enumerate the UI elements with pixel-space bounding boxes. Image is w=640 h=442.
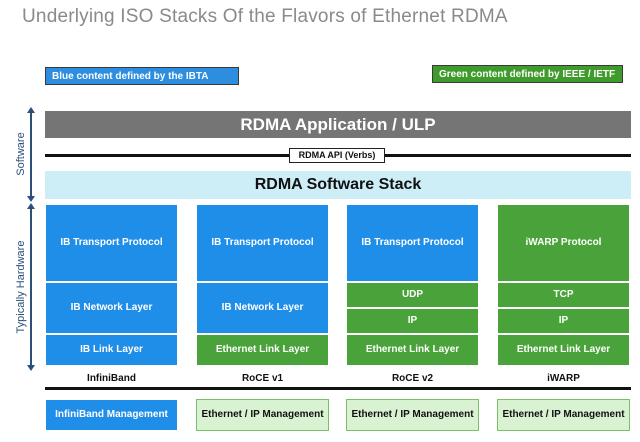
base-divider-line xyxy=(45,387,631,390)
column-label-roce-v1: RoCE v1 xyxy=(241,373,284,384)
software-arrow-down-icon xyxy=(27,196,35,202)
roce-v2-management-block: Ethernet / IP Management xyxy=(346,399,479,431)
software-arrow-up-icon xyxy=(27,107,35,113)
roce-v1-transport-block: IB Transport Protocol xyxy=(196,204,329,282)
iwarp-ip-block: IP xyxy=(497,308,630,334)
hardware-axis-line xyxy=(30,208,32,365)
iwarp-tcp-block: TCP xyxy=(497,282,630,308)
software-axis-line xyxy=(30,112,32,196)
roce-v1-management-block: Ethernet / IP Management xyxy=(196,399,329,431)
roce-v2-transport-block: IB Transport Protocol xyxy=(346,204,479,282)
iwarp-management-block: Ethernet / IP Management xyxy=(497,399,630,431)
infiniband-network-block: IB Network Layer xyxy=(45,282,178,334)
column-label-roce-v2: RoCE v2 xyxy=(391,373,434,384)
legend-ieee-ietf: Green content defined by IEEE / IETF xyxy=(432,65,623,83)
rdma-application-layer: RDMA Application / ULP xyxy=(45,111,631,138)
infiniband-transport-block: IB Transport Protocol xyxy=(45,204,178,282)
infiniband-management-block: InfiniBand Management xyxy=(45,399,178,431)
roce-v2-ip-block: IP xyxy=(346,308,479,334)
roce-v2-link-block: Ethernet Link Layer xyxy=(346,334,479,366)
hardware-axis-label: Typically Hardware xyxy=(15,240,27,334)
software-axis-label: Software xyxy=(15,132,27,176)
iwarp-link-block: Ethernet Link Layer xyxy=(497,334,630,366)
column-label-infiniband: InfiniBand xyxy=(87,373,136,384)
roce-v1-link-block: Ethernet Link Layer xyxy=(196,334,329,366)
rdma-api-label: RDMA API (Verbs) xyxy=(289,148,385,163)
roce-v2-udp-block: UDP xyxy=(346,282,479,308)
page-title: Underlying ISO Stacks Of the Flavors of … xyxy=(22,6,508,27)
infiniband-link-block: IB Link Layer xyxy=(45,334,178,366)
iwarp-protocol-block: iWARP Protocol xyxy=(497,204,630,282)
column-label-iwarp: iWARP xyxy=(547,373,580,384)
rdma-software-stack-layer: RDMA Software Stack xyxy=(45,171,631,199)
hardware-arrow-up-icon xyxy=(27,203,35,209)
roce-v1-network-block: IB Network Layer xyxy=(196,282,329,334)
legend-ibta: Blue content defined by the IBTA xyxy=(45,67,239,85)
hardware-arrow-down-icon xyxy=(27,365,35,371)
